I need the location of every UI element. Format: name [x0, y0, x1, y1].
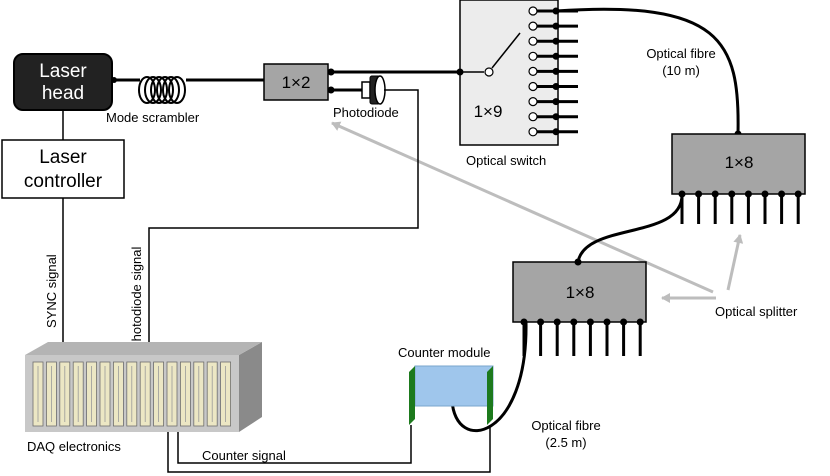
daq-cards: [32, 361, 232, 427]
splitter-output: [728, 190, 736, 224]
sync-signal-label: SYNC signal: [44, 254, 59, 328]
splitter-output: [711, 190, 719, 224]
photodiode-signal-cable: [148, 89, 419, 352]
daq-card: [220, 361, 232, 427]
coil-icon: [138, 76, 186, 104]
splitter-top-ratio-label: 1×8: [725, 153, 754, 172]
splitter-top: 1×8: [671, 133, 806, 224]
splitter-bottom: 1×8: [512, 258, 647, 356]
switch-port: [528, 81, 578, 92]
fibre-10m-label-line2: (10 m): [662, 63, 700, 78]
daq-card: [86, 361, 97, 427]
switch-port: [528, 21, 578, 31]
splitter-output: [744, 190, 752, 224]
splitter-output: [553, 318, 561, 356]
arrow-icon: [726, 234, 744, 291]
splitter-output: [761, 190, 769, 224]
daq-card: [32, 361, 44, 427]
daq-card: [139, 361, 151, 427]
splitter-output: [603, 318, 611, 356]
daq-card: [72, 361, 84, 427]
splitter-bottom-ratio-label: 1×8: [566, 283, 595, 302]
splitter-link-fibre: [576, 194, 684, 263]
switch-port: [528, 66, 578, 77]
counter-module-label: Counter module: [398, 345, 491, 360]
counter-signal-label: Counter signal: [202, 448, 286, 463]
arrow-icon: [331, 121, 714, 294]
optical-switch: 1×9: [456, 0, 578, 146]
switch-port: [528, 112, 578, 122]
splitter-output: [620, 318, 628, 356]
switch-port: [528, 51, 578, 61]
annotation-arrows: [331, 121, 744, 303]
daq-card: [46, 361, 57, 427]
daq-card: [153, 361, 165, 427]
switch-port: [528, 127, 578, 137]
photodiode-signal-label: Photodiode signal: [129, 247, 144, 350]
counter-signal-cable-b: [167, 425, 491, 473]
mode-scrambler-label: Mode scrambler: [106, 110, 200, 125]
splitter-output: [636, 318, 644, 356]
fibre-25m-label-line2: (2.5 m): [545, 435, 586, 450]
daq-card: [193, 361, 205, 427]
fibre-2-5m: [450, 321, 528, 433]
daq-electronics-label: DAQ electronics: [27, 439, 121, 454]
daq-card: [166, 361, 178, 427]
splitter-1x2-label: 1×2: [282, 73, 311, 92]
splitter-output: [570, 318, 578, 356]
fibre-10m-label-line1: Optical fibre: [646, 46, 715, 61]
input-fibre: [111, 77, 264, 83]
switch-ports: [528, 6, 578, 137]
optical-switch-label: Optical switch: [466, 153, 546, 168]
splitter-output: [695, 190, 703, 224]
daq-card: [179, 361, 191, 427]
daq-crate: [25, 342, 262, 432]
switch-ratio-label: 1×9: [474, 102, 503, 121]
laser-controller-label-line1: Laser: [39, 147, 87, 168]
splitter-top-outputs: [678, 190, 802, 224]
daq-card: [206, 361, 218, 427]
splitter-output: [586, 318, 594, 356]
daq-card: [126, 361, 138, 427]
laser-head: Laser head: [13, 53, 113, 111]
laser-head-label-line2: head: [42, 83, 84, 104]
splitter-bottom-outputs: [520, 318, 644, 356]
fibre-25m-label-line1: Optical fibre: [531, 418, 600, 433]
splitter-1x2: 1×2: [263, 63, 329, 101]
splitter-output: [537, 318, 545, 356]
daq-card: [59, 361, 71, 427]
splitter-output: [794, 190, 802, 224]
splitter-output: [778, 190, 786, 224]
optical-splitter-label: Optical splitter: [715, 304, 798, 319]
laser-head-label-line1: Laser: [39, 61, 87, 82]
fibre-10m: [555, 7, 740, 134]
laser-controller: Laser controller: [1, 139, 125, 199]
laser-controller-label-line2: controller: [24, 171, 103, 192]
daq-card: [99, 361, 111, 427]
counter-signal-cable-a: [177, 425, 412, 464]
counter-module: [409, 365, 494, 425]
daq-card: [113, 361, 124, 427]
switch-port: [528, 96, 578, 107]
photodiode-label: Photodiode: [333, 105, 399, 120]
photodiode-icon: [361, 75, 386, 105]
switch-port: [528, 36, 578, 46]
